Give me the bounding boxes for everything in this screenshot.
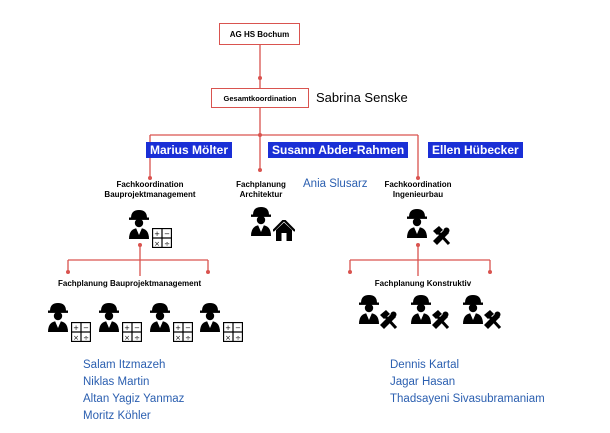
konstruktiv-team-list: Dennis Kartal Jagar Hasan Thadsayeni Siv… <box>390 357 545 408</box>
bpm-title-line2: Bauprojektmanagement <box>104 190 196 199</box>
coordination-person: Sabrina Senske <box>316 90 408 105</box>
calculator-icon <box>71 322 91 342</box>
worker-icon <box>200 303 220 332</box>
arch-title-line1: Fachplanung <box>236 180 286 189</box>
worker-icon <box>99 303 119 332</box>
architecture-title: Fachplanung Architektur <box>232 180 290 200</box>
calculator-icon <box>173 322 193 342</box>
list-item: Thadsayeni Sivasubramaniam <box>390 393 545 405</box>
arch-title-line2: Architektur <box>239 190 283 199</box>
bpm-team-list: Salam Itzmazeh Niklas Martin Altan Yagiz… <box>83 357 184 425</box>
lead-name-3: Ellen Hübecker <box>428 142 523 158</box>
ing-title-line2: Ingenieurbau <box>392 190 444 199</box>
calculator-icon <box>223 322 243 342</box>
lead-name-1: Marius Mölter <box>146 142 233 158</box>
top-node-box: AG HS Bochum <box>219 23 300 45</box>
worker-icon <box>150 303 170 332</box>
list-item: Niklas Martin <box>83 376 150 388</box>
list-item: Moritz Köhler <box>83 410 151 422</box>
calculator-icon <box>122 322 142 342</box>
list-item: Altan Yagiz Yanmaz <box>83 393 185 405</box>
hammer-icon <box>431 226 451 247</box>
hammer-icon <box>482 310 502 331</box>
hammer-icon <box>378 310 398 331</box>
worker-icon <box>48 303 68 332</box>
list-item: Salam Itzmazeh <box>83 359 166 371</box>
worker-icon <box>251 207 271 236</box>
house-icon <box>273 220 295 242</box>
calculator-icon <box>152 228 172 248</box>
worker-icon <box>407 209 427 238</box>
ing-title-line1: Fachkoordination <box>384 180 452 189</box>
lead-name-2: Susann Abder-Rahmen <box>268 142 409 158</box>
worker-icon <box>129 210 149 239</box>
hammer-icon <box>430 310 450 331</box>
list-item: Jagar Hasan <box>390 376 456 388</box>
fp-bpm-title: Fachplanung Bauprojektmanagement <box>58 279 202 288</box>
list-item: Dennis Kartal <box>390 359 460 371</box>
fp-konstruktiv-title: Fachplanung Konstruktiv <box>374 279 472 288</box>
architecture-person: Ania Slusarz <box>303 178 368 190</box>
coordination-box: Gesamtkoordination <box>211 88 309 108</box>
top-node-label: AG HS Bochum <box>229 29 290 39</box>
bpm-coordination-title: Fachkoordination Bauprojektmanagement <box>90 180 210 200</box>
coordination-label: Gesamtkoordination <box>223 93 297 103</box>
engineering-coordination-title: Fachkoordination Ingenieurbau <box>378 180 458 200</box>
bpm-title-line1: Fachkoordination <box>116 180 184 189</box>
